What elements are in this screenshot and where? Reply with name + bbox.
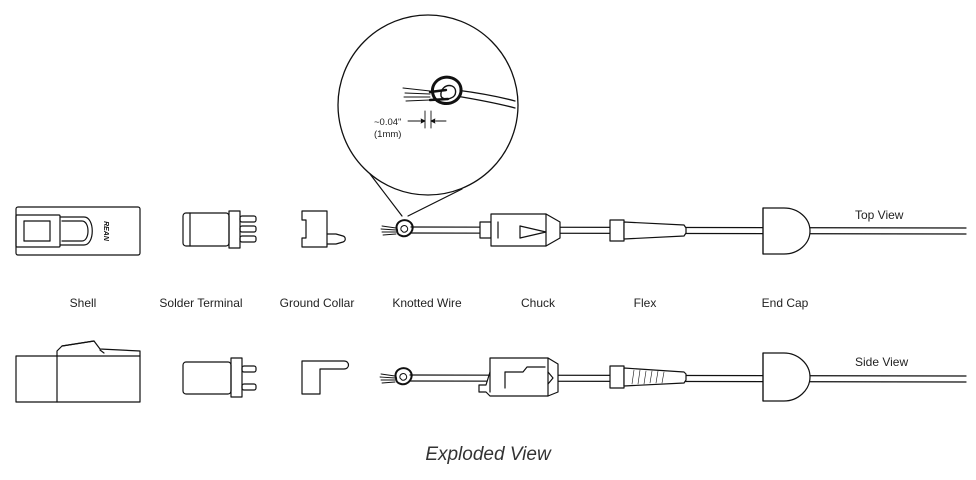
ground-collar-side-view <box>301 360 350 395</box>
detail-magnifier <box>337 14 519 217</box>
flex-side-view <box>609 365 687 389</box>
shell-logo: REAN <box>102 221 109 242</box>
solder-terminal-top-view <box>182 210 257 249</box>
dimension-mm-label: (1mm) <box>374 129 402 140</box>
end-cap-top-view <box>762 207 811 255</box>
chuck-side-view <box>478 357 559 397</box>
chuck-top-view <box>479 213 561 247</box>
label-ground-collar: Ground Collar <box>279 296 355 310</box>
dimension-marks <box>407 110 447 129</box>
dimension-inch-label: ~0.04" <box>374 117 402 128</box>
label-flex: Flex <box>633 296 657 310</box>
magnified-strands <box>402 87 431 102</box>
shell-top-view: REAN <box>15 206 141 256</box>
shell-side-view <box>15 340 141 403</box>
magnifier-leader-left <box>369 173 403 217</box>
magnified-wire <box>455 89 516 109</box>
top-view-label: Top View <box>855 208 904 222</box>
magnifier-leader-right <box>407 188 463 217</box>
label-knotted-wire: Knotted Wire <box>392 296 462 310</box>
label-shell: Shell <box>69 296 97 310</box>
wire-strands-top <box>380 225 397 236</box>
top-view-row: REAN <box>15 206 967 256</box>
solder-terminal-side-view <box>182 357 257 398</box>
magnified-knot <box>428 75 463 106</box>
side-view-row <box>15 340 967 403</box>
flex-hatching <box>631 369 665 385</box>
wire-strands-side <box>379 373 396 384</box>
label-chuck: Chuck <box>520 296 556 310</box>
diagram-title: Exploded View <box>425 444 551 465</box>
end-cap-side-view <box>762 352 811 402</box>
ground-collar-top-view <box>301 210 346 248</box>
side-view-label: Side View <box>855 355 909 369</box>
label-end-cap: End Cap <box>761 296 809 310</box>
flex-top-view <box>609 219 687 242</box>
label-solder-terminal: Solder Terminal <box>159 296 243 310</box>
